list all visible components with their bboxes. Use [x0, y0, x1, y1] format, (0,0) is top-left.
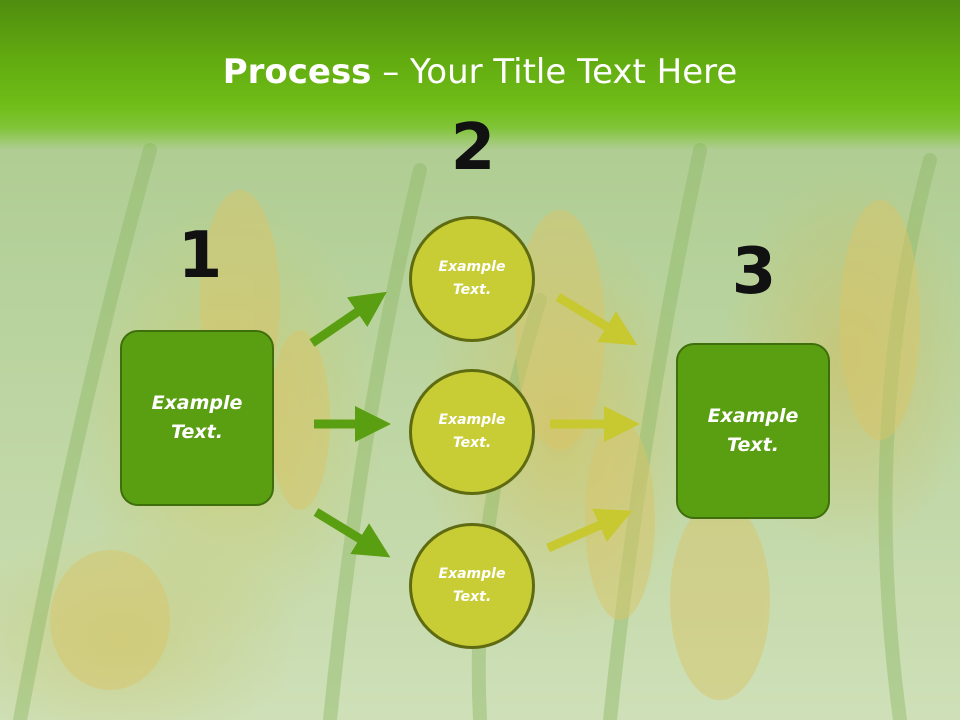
title-rest: – Your Title Text Here — [371, 52, 738, 92]
arrow-left-down — [313, 508, 391, 558]
process-circle-middle[interactable]: Example Text. — [409, 369, 535, 495]
title-banner — [0, 0, 960, 150]
step-number-2: 2 — [450, 111, 496, 185]
step-number-1: 1 — [177, 219, 223, 293]
circle-top-text: Example Text. — [438, 259, 506, 298]
process-circle-top[interactable]: Example Text. — [409, 216, 535, 342]
arrow-right-up — [546, 508, 633, 553]
process-circle-bottom[interactable]: Example Text. — [409, 523, 535, 649]
arrow-right-down — [555, 293, 638, 346]
step-number-3: 3 — [731, 235, 777, 309]
circle-bottom-text: Example Text. — [438, 566, 506, 605]
title-bold: Process — [222, 52, 372, 92]
left-process-box[interactable]: Example Text. — [120, 330, 274, 506]
arrow-left-up — [309, 291, 387, 347]
left-box-text: Example Text. — [151, 392, 243, 443]
right-box-text: Example Text. — [707, 405, 799, 456]
right-process-box[interactable]: Example Text. — [676, 343, 830, 519]
circle-middle-text: Example Text. — [438, 412, 506, 451]
slide-title: Process – Your Title Text Here — [0, 52, 960, 92]
